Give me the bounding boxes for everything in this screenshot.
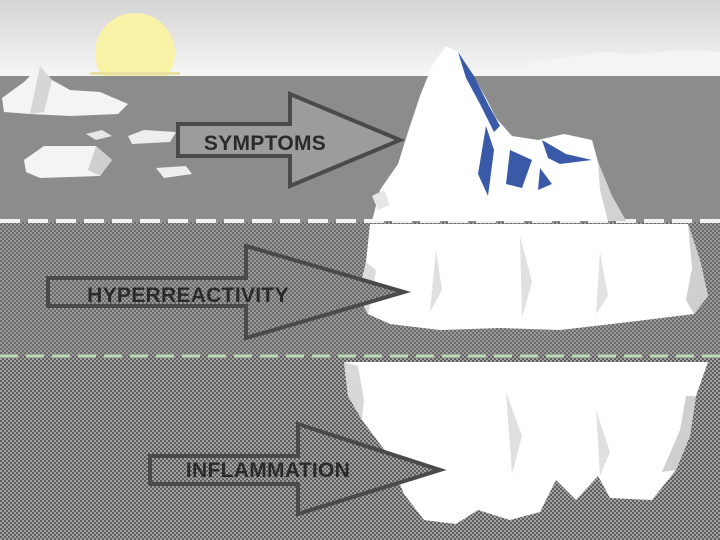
- arrow-inflammation: INFLAMMATION: [148, 421, 447, 517]
- horizon-ice: [512, 50, 720, 76]
- inflammation-label: INFLAMMATION: [186, 459, 350, 482]
- arrow-symptoms: SYMPTOMS: [176, 90, 406, 190]
- hyperreactivity-label: HYPERREACTIVITY: [87, 284, 289, 307]
- symptoms-label: SYMPTOMS: [204, 132, 326, 155]
- ice-floes: [2, 66, 192, 178]
- arrow-hyperreactivity: HYPERREACTIVITY: [46, 243, 412, 341]
- iceberg-tip: [372, 46, 626, 221]
- iceberg-bottom: [344, 362, 708, 524]
- iceberg-middle: [358, 224, 708, 330]
